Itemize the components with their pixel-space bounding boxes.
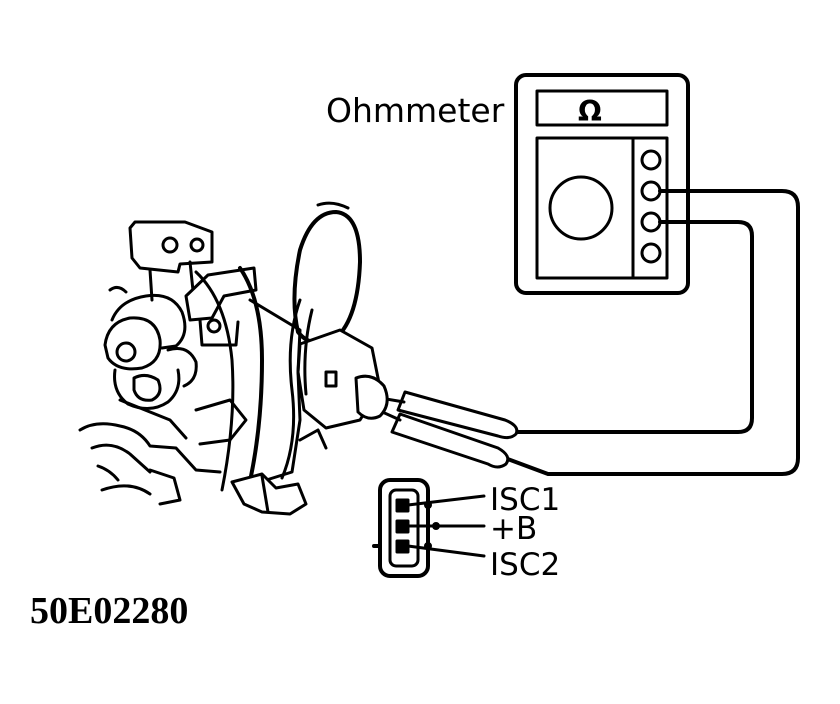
- connector-shell: [378, 478, 430, 578]
- connector-diagram: [372, 478, 486, 578]
- lead-inner: [514, 220, 754, 434]
- leader-isc2: [406, 544, 486, 558]
- pin-label-plus-b: +B: [490, 511, 538, 547]
- probes: [376, 390, 519, 469]
- probe-upper: [396, 390, 519, 440]
- jack-4: [640, 242, 662, 264]
- jack-1: [640, 149, 662, 171]
- ohmmeter-display: [535, 89, 669, 127]
- engine-assembly: [78, 201, 389, 516]
- ohmmeter-panel: [535, 136, 669, 280]
- ohmmeter-body: [514, 73, 690, 295]
- ohmmeter-dial: [548, 175, 614, 241]
- jack-2: [640, 180, 662, 202]
- test-leads: [503, 189, 800, 476]
- pin-isc2: [395, 539, 410, 554]
- pin-label-isc1: ISC1: [490, 482, 561, 518]
- ohmmeter: [514, 73, 690, 295]
- pin-isc1: [395, 498, 410, 513]
- figure-code: 50E02280: [30, 590, 189, 632]
- probe-lower: [390, 412, 510, 469]
- ohm-symbol: Ω: [578, 95, 602, 128]
- isc-valve-cap: [292, 210, 362, 345]
- pin-label-isc2: ISC2: [490, 547, 561, 583]
- leader-isc1: [406, 494, 486, 507]
- pin-plus-b: [395, 519, 410, 534]
- jack-3: [640, 211, 662, 233]
- lead-outer: [503, 189, 800, 476]
- ohmmeter-label: Ohmmeter: [326, 91, 505, 130]
